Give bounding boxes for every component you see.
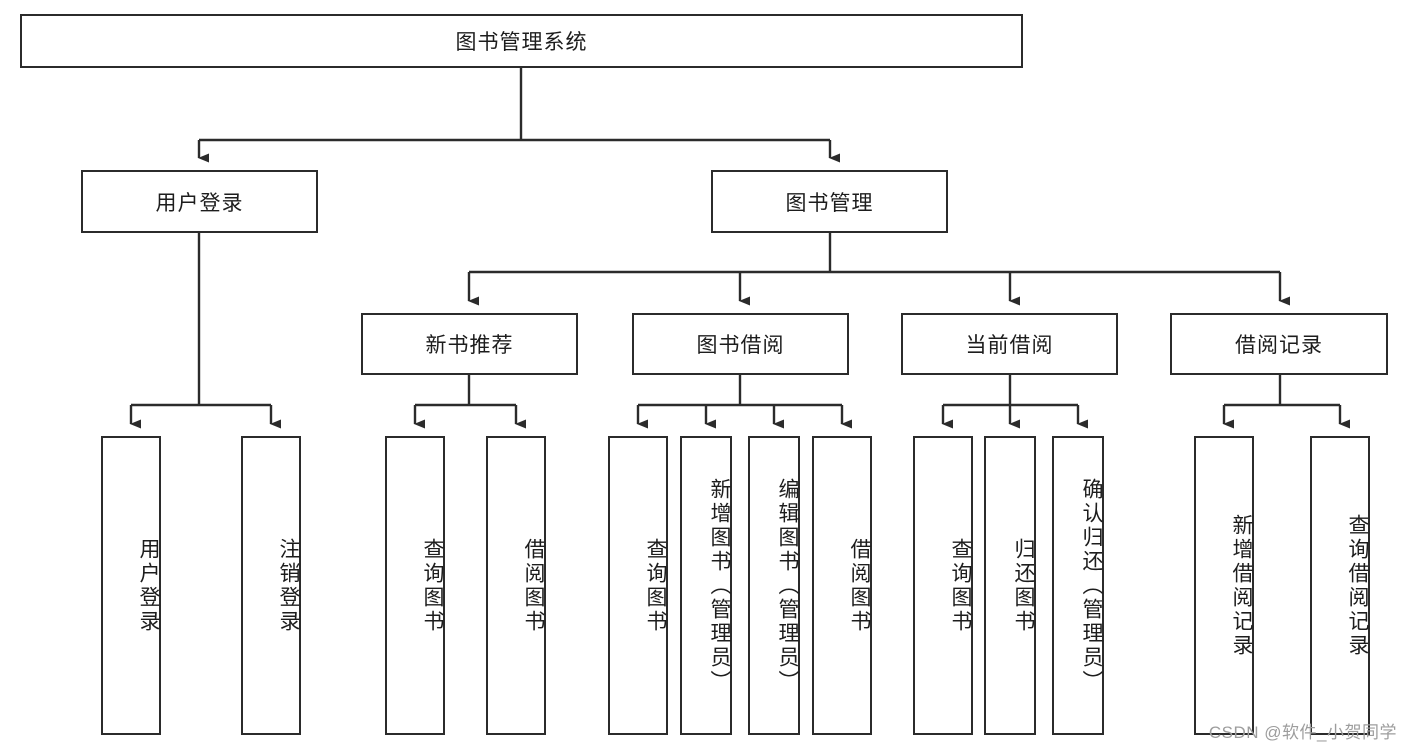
node-current-borrow[interactable]: 当前借阅 bbox=[901, 313, 1118, 375]
node-leaf-query-record-label: 查询借阅记录 bbox=[1346, 513, 1369, 658]
node-leaf-borrow-book-1[interactable]: 借阅图书 bbox=[486, 436, 546, 735]
node-user-login[interactable]: 用户登录 bbox=[81, 170, 318, 233]
node-leaf-query-book-3[interactable]: 查询图书 bbox=[913, 436, 973, 735]
node-leaf-borrow-book-2[interactable]: 借阅图书 bbox=[812, 436, 872, 735]
node-root-label: 图书管理系统 bbox=[455, 31, 588, 54]
node-leaf-add-record-label: 新增借阅记录 bbox=[1230, 513, 1253, 658]
node-leaf-query-book-2[interactable]: 查询图书 bbox=[608, 436, 668, 735]
node-leaf-borrow-book-2-label: 借阅图书 bbox=[848, 537, 871, 634]
node-leaf-user-login[interactable]: 用户登录 bbox=[101, 436, 161, 735]
node-leaf-query-book-1-label: 查询图书 bbox=[421, 537, 444, 634]
node-leaf-confirm-return-label: 确认归还（管理员） bbox=[1080, 477, 1103, 694]
node-leaf-return-book-label: 归还图书 bbox=[1012, 537, 1035, 634]
node-book-management[interactable]: 图书管理 bbox=[711, 170, 948, 233]
node-leaf-logout-login-label: 注销登录 bbox=[277, 537, 300, 634]
node-leaf-query-book-1[interactable]: 查询图书 bbox=[385, 436, 445, 735]
node-leaf-borrow-book-1-label: 借阅图书 bbox=[522, 537, 545, 634]
node-borrow-record-label: 借阅记录 bbox=[1235, 334, 1323, 357]
node-new-book-recommend[interactable]: 新书推荐 bbox=[361, 313, 578, 375]
node-new-book-recommend-label: 新书推荐 bbox=[425, 334, 514, 357]
node-book-management-label: 图书管理 bbox=[785, 191, 874, 215]
node-leaf-query-book-2-label: 查询图书 bbox=[644, 537, 667, 634]
node-leaf-add-book[interactable]: 新增图书（管理员） bbox=[680, 436, 732, 735]
node-leaf-add-record[interactable]: 新增借阅记录 bbox=[1194, 436, 1254, 735]
node-leaf-return-book[interactable]: 归还图书 bbox=[984, 436, 1036, 735]
node-borrow-record[interactable]: 借阅记录 bbox=[1170, 313, 1388, 375]
node-leaf-confirm-return[interactable]: 确认归还（管理员） bbox=[1052, 436, 1104, 735]
node-book-borrow-label: 图书借阅 bbox=[696, 334, 785, 357]
node-leaf-edit-book[interactable]: 编辑图书（管理员） bbox=[748, 436, 800, 735]
node-current-borrow-label: 当前借阅 bbox=[965, 334, 1054, 357]
node-leaf-edit-book-label: 编辑图书（管理员） bbox=[776, 477, 799, 694]
node-root[interactable]: 图书管理系统 bbox=[20, 14, 1023, 68]
node-user-login-label: 用户登录 bbox=[155, 191, 244, 215]
node-leaf-query-book-3-label: 查询图书 bbox=[949, 537, 972, 634]
node-leaf-query-record[interactable]: 查询借阅记录 bbox=[1310, 436, 1370, 735]
node-leaf-user-login-label: 用户登录 bbox=[137, 537, 160, 634]
node-leaf-add-book-label: 新增图书（管理员） bbox=[708, 477, 731, 694]
node-book-borrow[interactable]: 图书借阅 bbox=[632, 313, 849, 375]
node-leaf-logout-login[interactable]: 注销登录 bbox=[241, 436, 301, 735]
